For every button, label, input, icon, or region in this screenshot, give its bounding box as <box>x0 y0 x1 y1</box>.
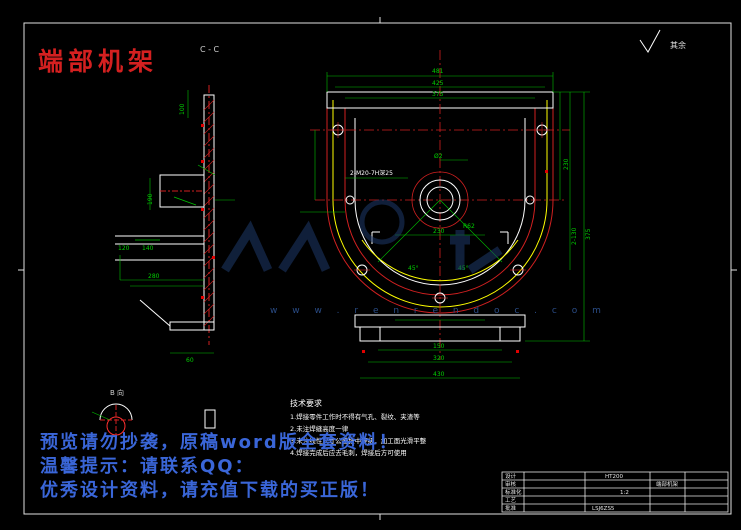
dim-left-b: 140 <box>142 245 154 252</box>
tb-part-name: 端部机架 <box>656 480 679 488</box>
drawing-frame <box>23 22 732 515</box>
tb-material: HT200 <box>605 474 623 480</box>
watermark-line-3: 优秀设计资料，请充值下载的买正版！ <box>40 480 380 501</box>
dim-circle: Ø2 <box>434 153 443 160</box>
view-b-detail <box>91 403 216 445</box>
section-view-c-c <box>115 85 235 354</box>
front-view-dims: 481 425 375 230 2-130 375 150 320 430 23… <box>350 68 592 378</box>
tb-label-1: 设计 <box>505 472 517 480</box>
dim-angle-1: 45° <box>408 265 419 272</box>
title-block-text: 设计 审核 标准化 工艺 批准 HT200 端部机架 1:2 LSJ6ZS5 <box>505 472 679 512</box>
dim-bottom-1: 150 <box>433 343 445 350</box>
roughness-symbol <box>639 29 661 53</box>
dim-hole-spec: 2-M20-7H深25 <box>350 169 393 177</box>
dim-top-overall: 481 <box>432 68 444 75</box>
tb-label-5: 批准 <box>505 504 517 512</box>
dim-right-total: 375 <box>585 228 592 240</box>
dim-top-inner: 425 <box>432 80 444 87</box>
tb-label-3: 标准化 <box>505 488 522 496</box>
dim-bottom-2: 320 <box>433 355 445 362</box>
tb-scale: 1:2 <box>620 490 629 496</box>
side-view-dims: 280 140 120 190 60 100 <box>118 103 194 364</box>
dim-left-a: 280 <box>148 273 160 280</box>
dim-top-base: 375 <box>432 91 444 98</box>
tech-note-4: 4.焊接完成后应去毛刺，焊接后方可使用 <box>290 449 407 457</box>
title-block <box>501 471 729 513</box>
dim-radius: R62 <box>463 223 475 230</box>
watermark-line-1: 预览请勿抄袭，原稿word版全套资料！ <box>40 432 399 453</box>
view-b-label: B 向 <box>110 389 125 397</box>
dim-center: 230 <box>433 228 445 235</box>
roughness-label: 其余 <box>670 41 686 50</box>
dim-right-lower: 2-130 <box>571 227 578 245</box>
dim-left-f: 100 <box>179 103 186 115</box>
tech-note-1: 1.焊接零件工作时不得有气孔、裂纹、夹渣等 <box>290 413 420 421</box>
dim-left-c: 120 <box>118 245 130 252</box>
section-label: C - C <box>200 45 220 54</box>
tb-label-4: 工艺 <box>505 497 517 504</box>
dim-left-e: 60 <box>186 357 194 364</box>
tb-drawing-no: LSJ6ZS5 <box>592 506 615 512</box>
drawing-title: 端部机架 <box>38 47 159 76</box>
watermark-logo <box>221 199 503 274</box>
tech-note-3: 3.未注线性尺寸公差按中等级，加工面光滑平整 <box>290 437 427 445</box>
dim-right-upper: 230 <box>563 158 570 170</box>
tech-requirements-title: 技术要求 <box>290 399 322 408</box>
watermark-site: w w w . r e n r e n d o c . c o m <box>270 306 607 316</box>
dim-left-d: 190 <box>147 193 154 205</box>
watermark-line-2: 温馨提示：请联系QQ： <box>40 456 255 477</box>
dim-bottom-3: 430 <box>433 371 445 378</box>
front-view <box>300 50 590 379</box>
tech-note-2: 2.未注焊缝高度一律 <box>290 425 349 433</box>
tb-label-2: 审核 <box>505 480 517 488</box>
